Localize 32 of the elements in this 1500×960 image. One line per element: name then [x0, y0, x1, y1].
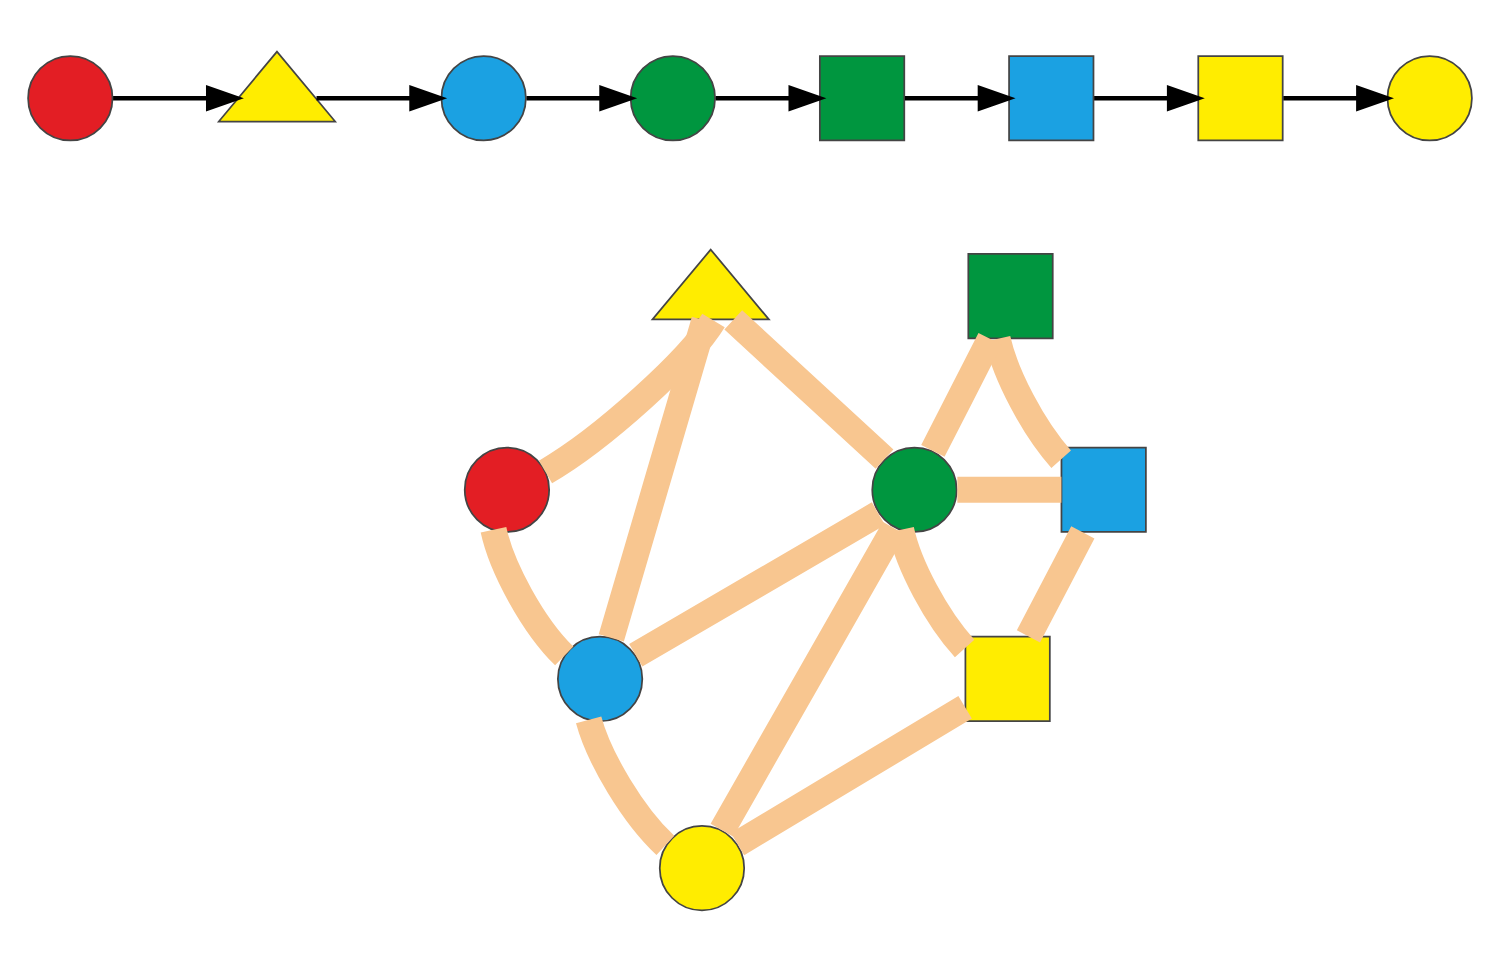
node-circle: [629, 54, 716, 141]
connector: [1016, 525, 1095, 642]
node-box: [819, 54, 906, 141]
connector: [730, 695, 972, 855]
node-box: [964, 634, 1051, 722]
node-circle: [1386, 54, 1473, 141]
node-box: [1060, 445, 1147, 532]
connector: [538, 312, 725, 483]
arrow: [526, 83, 638, 111]
connector: [888, 525, 975, 657]
arrow: [1094, 83, 1205, 111]
node-circle: [658, 824, 746, 911]
node-circle: [27, 54, 114, 141]
node-box: [967, 252, 1054, 339]
node-triangle: [650, 247, 771, 320]
arrow: [113, 83, 244, 111]
connector: [576, 715, 675, 854]
connector: [724, 309, 894, 468]
arrow: [1283, 83, 1394, 111]
node-circle: [557, 634, 644, 722]
node-circle: [463, 445, 551, 532]
node-box: [1008, 54, 1095, 141]
node-circle: [871, 445, 958, 532]
arrow: [715, 83, 827, 111]
node-triangle: [216, 49, 338, 122]
node-box: [1197, 54, 1284, 141]
arrow: [904, 83, 1016, 111]
connector: [629, 501, 885, 666]
arrow: [316, 83, 448, 111]
connector: [957, 475, 1062, 502]
connector: [480, 525, 574, 664]
node-circle: [440, 54, 527, 141]
